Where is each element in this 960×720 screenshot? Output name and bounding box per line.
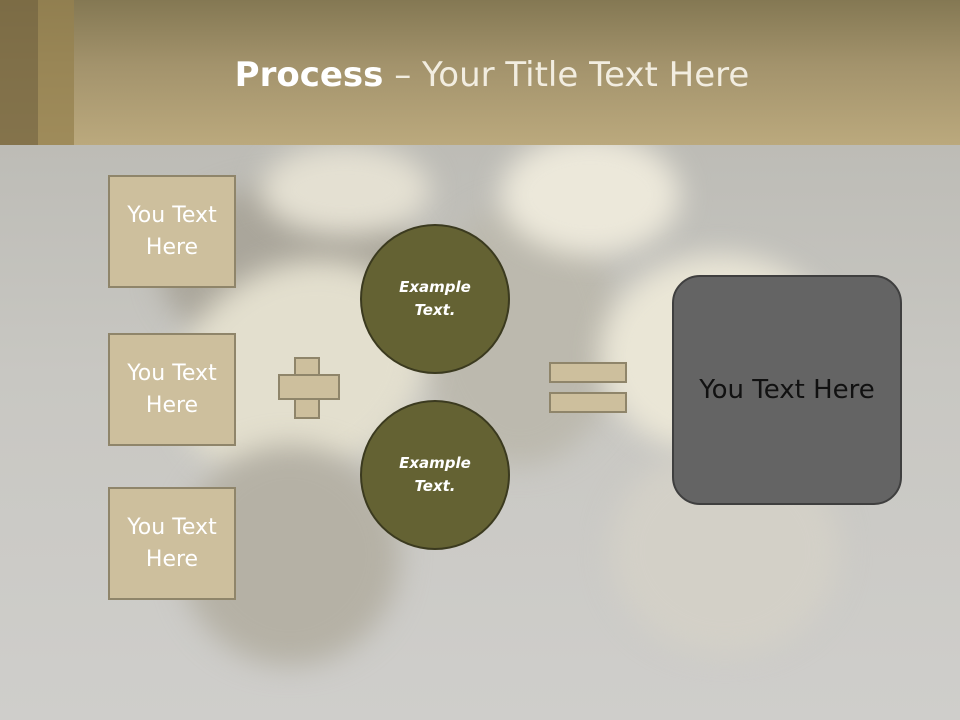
text-box-label: You Text Here <box>127 514 217 572</box>
bg-shape <box>260 145 430 235</box>
example-circle-2[interactable]: Example Text. <box>360 400 510 550</box>
bg-shape <box>500 145 680 255</box>
text-box-label: You Text Here <box>127 360 217 418</box>
circle-label: Example Text. <box>399 454 471 495</box>
text-box-label: You Text Here <box>127 202 217 260</box>
header-accent-strip-2 <box>38 0 74 145</box>
header-accent-strip <box>0 0 38 145</box>
slide-title[interactable]: Process – Your Title Text Here <box>0 52 960 98</box>
text-box-1[interactable]: You Text Here <box>108 175 236 288</box>
equals-bar-bottom <box>549 392 627 413</box>
text-box-2[interactable]: You Text Here <box>108 333 236 446</box>
text-box-3[interactable]: You Text Here <box>108 487 236 600</box>
result-box[interactable]: You Text Here <box>672 275 902 505</box>
title-header: Process – Your Title Text Here <box>0 0 960 145</box>
title-text: Your Title Text Here <box>422 55 750 95</box>
example-circle-1[interactable]: Example Text. <box>360 224 510 374</box>
plus-icon-center <box>296 376 318 398</box>
equals-bar-top <box>549 362 627 383</box>
circle-label: Example Text. <box>399 278 471 319</box>
title-separator: – <box>383 55 423 95</box>
title-bold: Process <box>234 55 384 95</box>
result-label: You Text Here <box>699 375 875 405</box>
